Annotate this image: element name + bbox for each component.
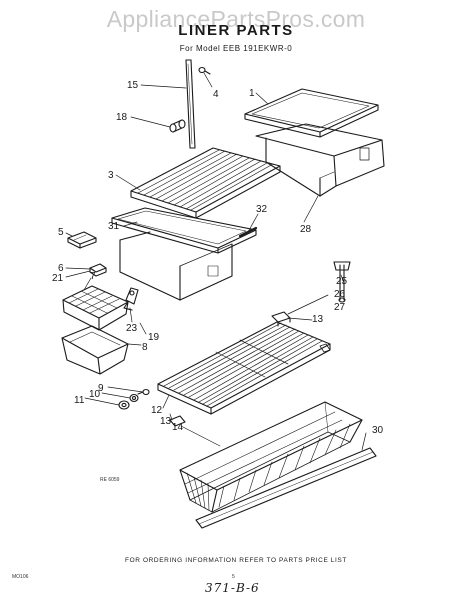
callout-18: 18 (116, 112, 128, 123)
leader-lines (65, 72, 367, 451)
part-5-clip (67, 231, 97, 249)
callout-4: 4 (213, 89, 219, 100)
callout-15: 15 (127, 80, 139, 91)
callout-9: 9 (98, 383, 104, 394)
part-13-support-lower (169, 415, 186, 427)
callout-27: 27 (334, 302, 346, 313)
callout-10: 10 (89, 389, 101, 400)
callout-19: 19 (148, 332, 160, 343)
callout-labels: 15 4 1 18 3 31 32 28 5 6 21 7 25 26 27 1… (52, 80, 384, 483)
model-subtitle: For Model EEB 191EKWR-0 (179, 44, 293, 53)
callout-11: 11 (74, 395, 85, 406)
page-code: MO106 (12, 574, 29, 580)
part-1-top-shelf (244, 88, 379, 138)
callout-14: 14 (172, 422, 184, 433)
part-28-crisper-bin (255, 123, 385, 197)
callout-6: 6 (58, 263, 64, 274)
page-dot: 5 (232, 574, 235, 580)
part-30-trim-strip (195, 447, 377, 529)
part-14-wire-basket (179, 401, 363, 513)
part-10-knob (129, 393, 139, 403)
callout-25: 25 (336, 276, 348, 287)
part-18-spacer (169, 119, 186, 133)
part-12-wire-shelf (157, 321, 331, 415)
handwritten-reference: 371-B-6 (205, 581, 260, 595)
figure-code: RE 6059 (100, 477, 120, 483)
callout-23: 23 (126, 323, 138, 334)
part-19-drawer (119, 231, 233, 301)
part-9-pin (137, 388, 150, 396)
callout-1: 1 (249, 88, 255, 99)
callout-26: 26 (334, 289, 346, 300)
callout-13-lower: 13 (160, 416, 172, 427)
page-title: LINER PARTS (178, 22, 294, 39)
callout-5: 5 (58, 227, 64, 238)
callout-32: 32 (256, 204, 268, 215)
callout-12: 12 (151, 405, 163, 416)
part-4-screw (198, 66, 211, 75)
callout-7: 7 (90, 271, 96, 282)
ordering-footer: FOR ORDERING INFORMATION REFER TO PARTS … (125, 557, 347, 564)
watermark: AppliancePartsPros.com (106, 6, 366, 32)
part-11-knob (118, 400, 130, 410)
callout-3: 3 (108, 170, 114, 181)
callout-8: 8 (142, 342, 148, 353)
callout-28: 28 (300, 224, 312, 235)
part-31-shelf-frame (111, 207, 257, 254)
callout-21: 21 (52, 273, 64, 284)
callout-13-upper: 13 (312, 314, 324, 325)
part-8-ice-bin (61, 325, 129, 375)
part-15-rail (185, 59, 196, 149)
callout-31: 31 (108, 221, 120, 232)
part-23-bracket (123, 287, 139, 311)
callout-30: 30 (372, 425, 384, 436)
part-7-ice-tray (62, 285, 129, 331)
